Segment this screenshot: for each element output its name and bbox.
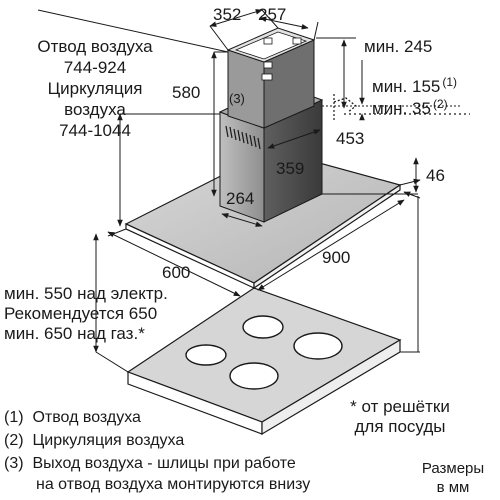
cooktop xyxy=(126,287,402,436)
recirc-title-2: воздуха xyxy=(64,100,126,119)
vent-slots xyxy=(225,125,261,150)
burner-front-right xyxy=(229,362,279,390)
dim-hood-depth: 600 xyxy=(162,263,191,282)
dim-min-155-value: мин. 155 xyxy=(372,77,441,96)
dim-min-top: мин. 245 xyxy=(364,37,433,56)
dim-chimney-height: 580 xyxy=(172,83,201,102)
dim-min-155: мин. 155(1) xyxy=(372,75,458,96)
legend-item-4: на отвод воздуха монтируются внизу xyxy=(36,477,310,493)
duct-bracket-4 xyxy=(261,73,273,81)
exhaust-range: 744-924 xyxy=(63,58,127,77)
duct-bracket-3 xyxy=(263,61,273,69)
duct-bracket-1 xyxy=(263,37,273,45)
legend-text: Циркуляция воздуха xyxy=(32,432,185,449)
legend-text: Отвод воздуха xyxy=(32,409,141,426)
min-electric: мин. 550 над электр. xyxy=(4,284,168,303)
dim-min-155-ref: (1) xyxy=(442,75,458,89)
burner-back-right xyxy=(293,332,343,360)
dim-min-35-value: мин. 35 xyxy=(372,99,431,118)
dimension-lines xyxy=(37,9,421,373)
legend-item-1: (1) Отвод воздуха xyxy=(4,410,141,426)
units-line-2: в мм xyxy=(436,479,470,496)
legend-item-2: (2) Циркуляция воздуха xyxy=(4,433,184,449)
ceiling-clearance xyxy=(322,94,470,120)
burner-front-left xyxy=(185,344,227,366)
dim-264: 264 xyxy=(226,189,255,208)
recirc-title-1: Циркуляция xyxy=(47,79,143,98)
dim-453: 453 xyxy=(336,129,365,148)
burner-back-left xyxy=(242,315,284,339)
dim-359: 359 xyxy=(276,159,305,178)
legend-text: Выход воздуха - шлицы при работе xyxy=(32,455,296,472)
legend-num: (3) xyxy=(4,455,24,472)
vent-ref: (3) xyxy=(229,91,245,106)
units-line-1: Размеры xyxy=(421,460,485,477)
legend-text: на отвод воздуха монтируются внизу xyxy=(36,476,311,493)
legend-num: (2) xyxy=(4,432,24,449)
legend-num: (1) xyxy=(4,409,24,426)
upper-chimney xyxy=(226,27,316,129)
recirc-range: 744-1044 xyxy=(59,121,131,140)
dim-chimney-width: 352 xyxy=(213,5,242,24)
recommended: Рекомендуется 650 xyxy=(4,304,158,323)
dim-chimney-depth: 257 xyxy=(258,5,287,24)
dim-hood-width: 900 xyxy=(322,248,351,267)
dim-thickness: 46 xyxy=(426,166,445,185)
legend-item-3: (3) Выход воздуха - шлицы при работе xyxy=(4,456,296,472)
grate-note-1: * от решётки xyxy=(350,397,450,416)
exhaust-title: Отвод воздуха xyxy=(37,37,153,56)
min-gas: мин. 650 над газ.* xyxy=(4,324,145,343)
dim-min-35-ref: (2) xyxy=(432,97,448,111)
dim-min-35: мин. 35(2) xyxy=(372,97,448,118)
grate-note-2: для посуды xyxy=(354,417,446,436)
duct-bracket-2 xyxy=(292,37,302,45)
